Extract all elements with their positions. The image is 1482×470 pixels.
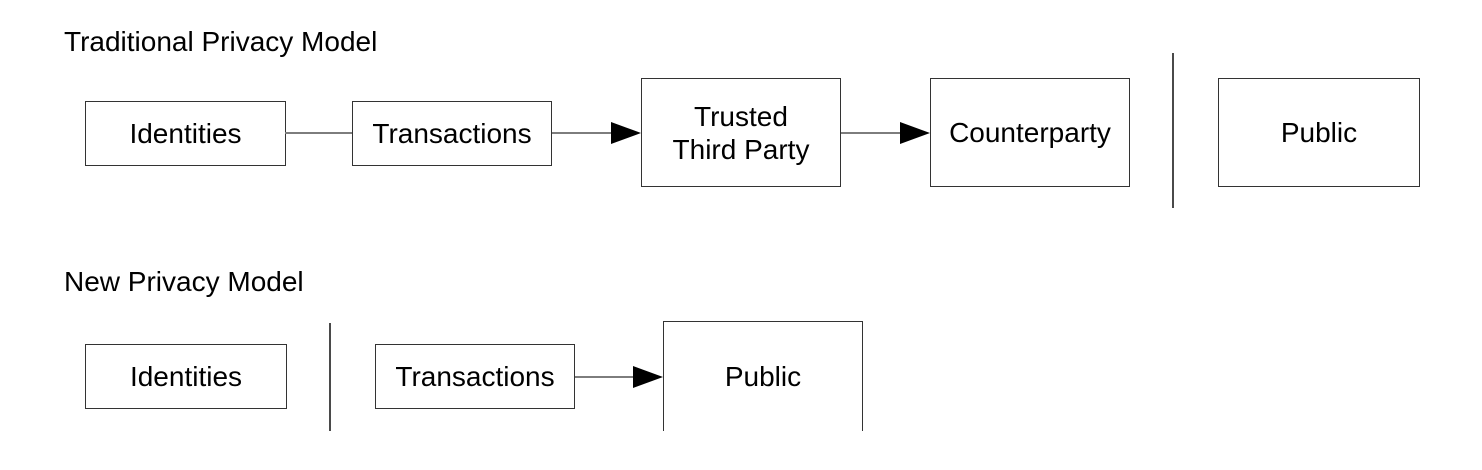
box-identities-new: Identities	[85, 344, 287, 409]
box-label: Transactions	[372, 118, 532, 149]
connector-transactions-to-public	[575, 376, 634, 378]
divider-identities-transactions	[329, 323, 331, 431]
box-label: Identities	[129, 118, 242, 149]
divider-counterparty-public	[1172, 53, 1174, 208]
box-label: Public	[724, 361, 802, 392]
arrowhead-right-icon	[900, 122, 930, 144]
box-label: Transactions	[395, 361, 555, 392]
new-model-title: New Privacy Model	[64, 266, 304, 297]
box-public-traditional: Public	[1218, 78, 1420, 187]
box-label-line2: Third Party	[672, 133, 810, 165]
box-label: Public	[1280, 117, 1358, 148]
connector-transactions-to-ttp	[552, 132, 612, 134]
box-transactions-traditional: Transactions	[352, 101, 552, 166]
connector-identities-to-transactions	[285, 132, 352, 134]
arrowhead-right-icon	[633, 366, 663, 388]
arrowhead-right-icon	[611, 122, 641, 144]
box-label: Identities	[129, 361, 243, 392]
box-public-new: Public	[663, 321, 863, 431]
traditional-model-title: Traditional Privacy Model	[64, 26, 378, 57]
box-label: Counterparty	[949, 117, 1111, 148]
box-label: Trusted Third Party	[673, 100, 810, 166]
connector-ttp-to-counterparty	[841, 132, 901, 134]
box-trusted-third-party: Trusted Third Party	[641, 78, 841, 187]
box-label-line1: Trusted	[694, 100, 788, 132]
box-counterparty: Counterparty	[930, 78, 1130, 187]
box-transactions-new: Transactions	[375, 344, 575, 409]
box-identities-traditional: Identities	[85, 101, 286, 166]
